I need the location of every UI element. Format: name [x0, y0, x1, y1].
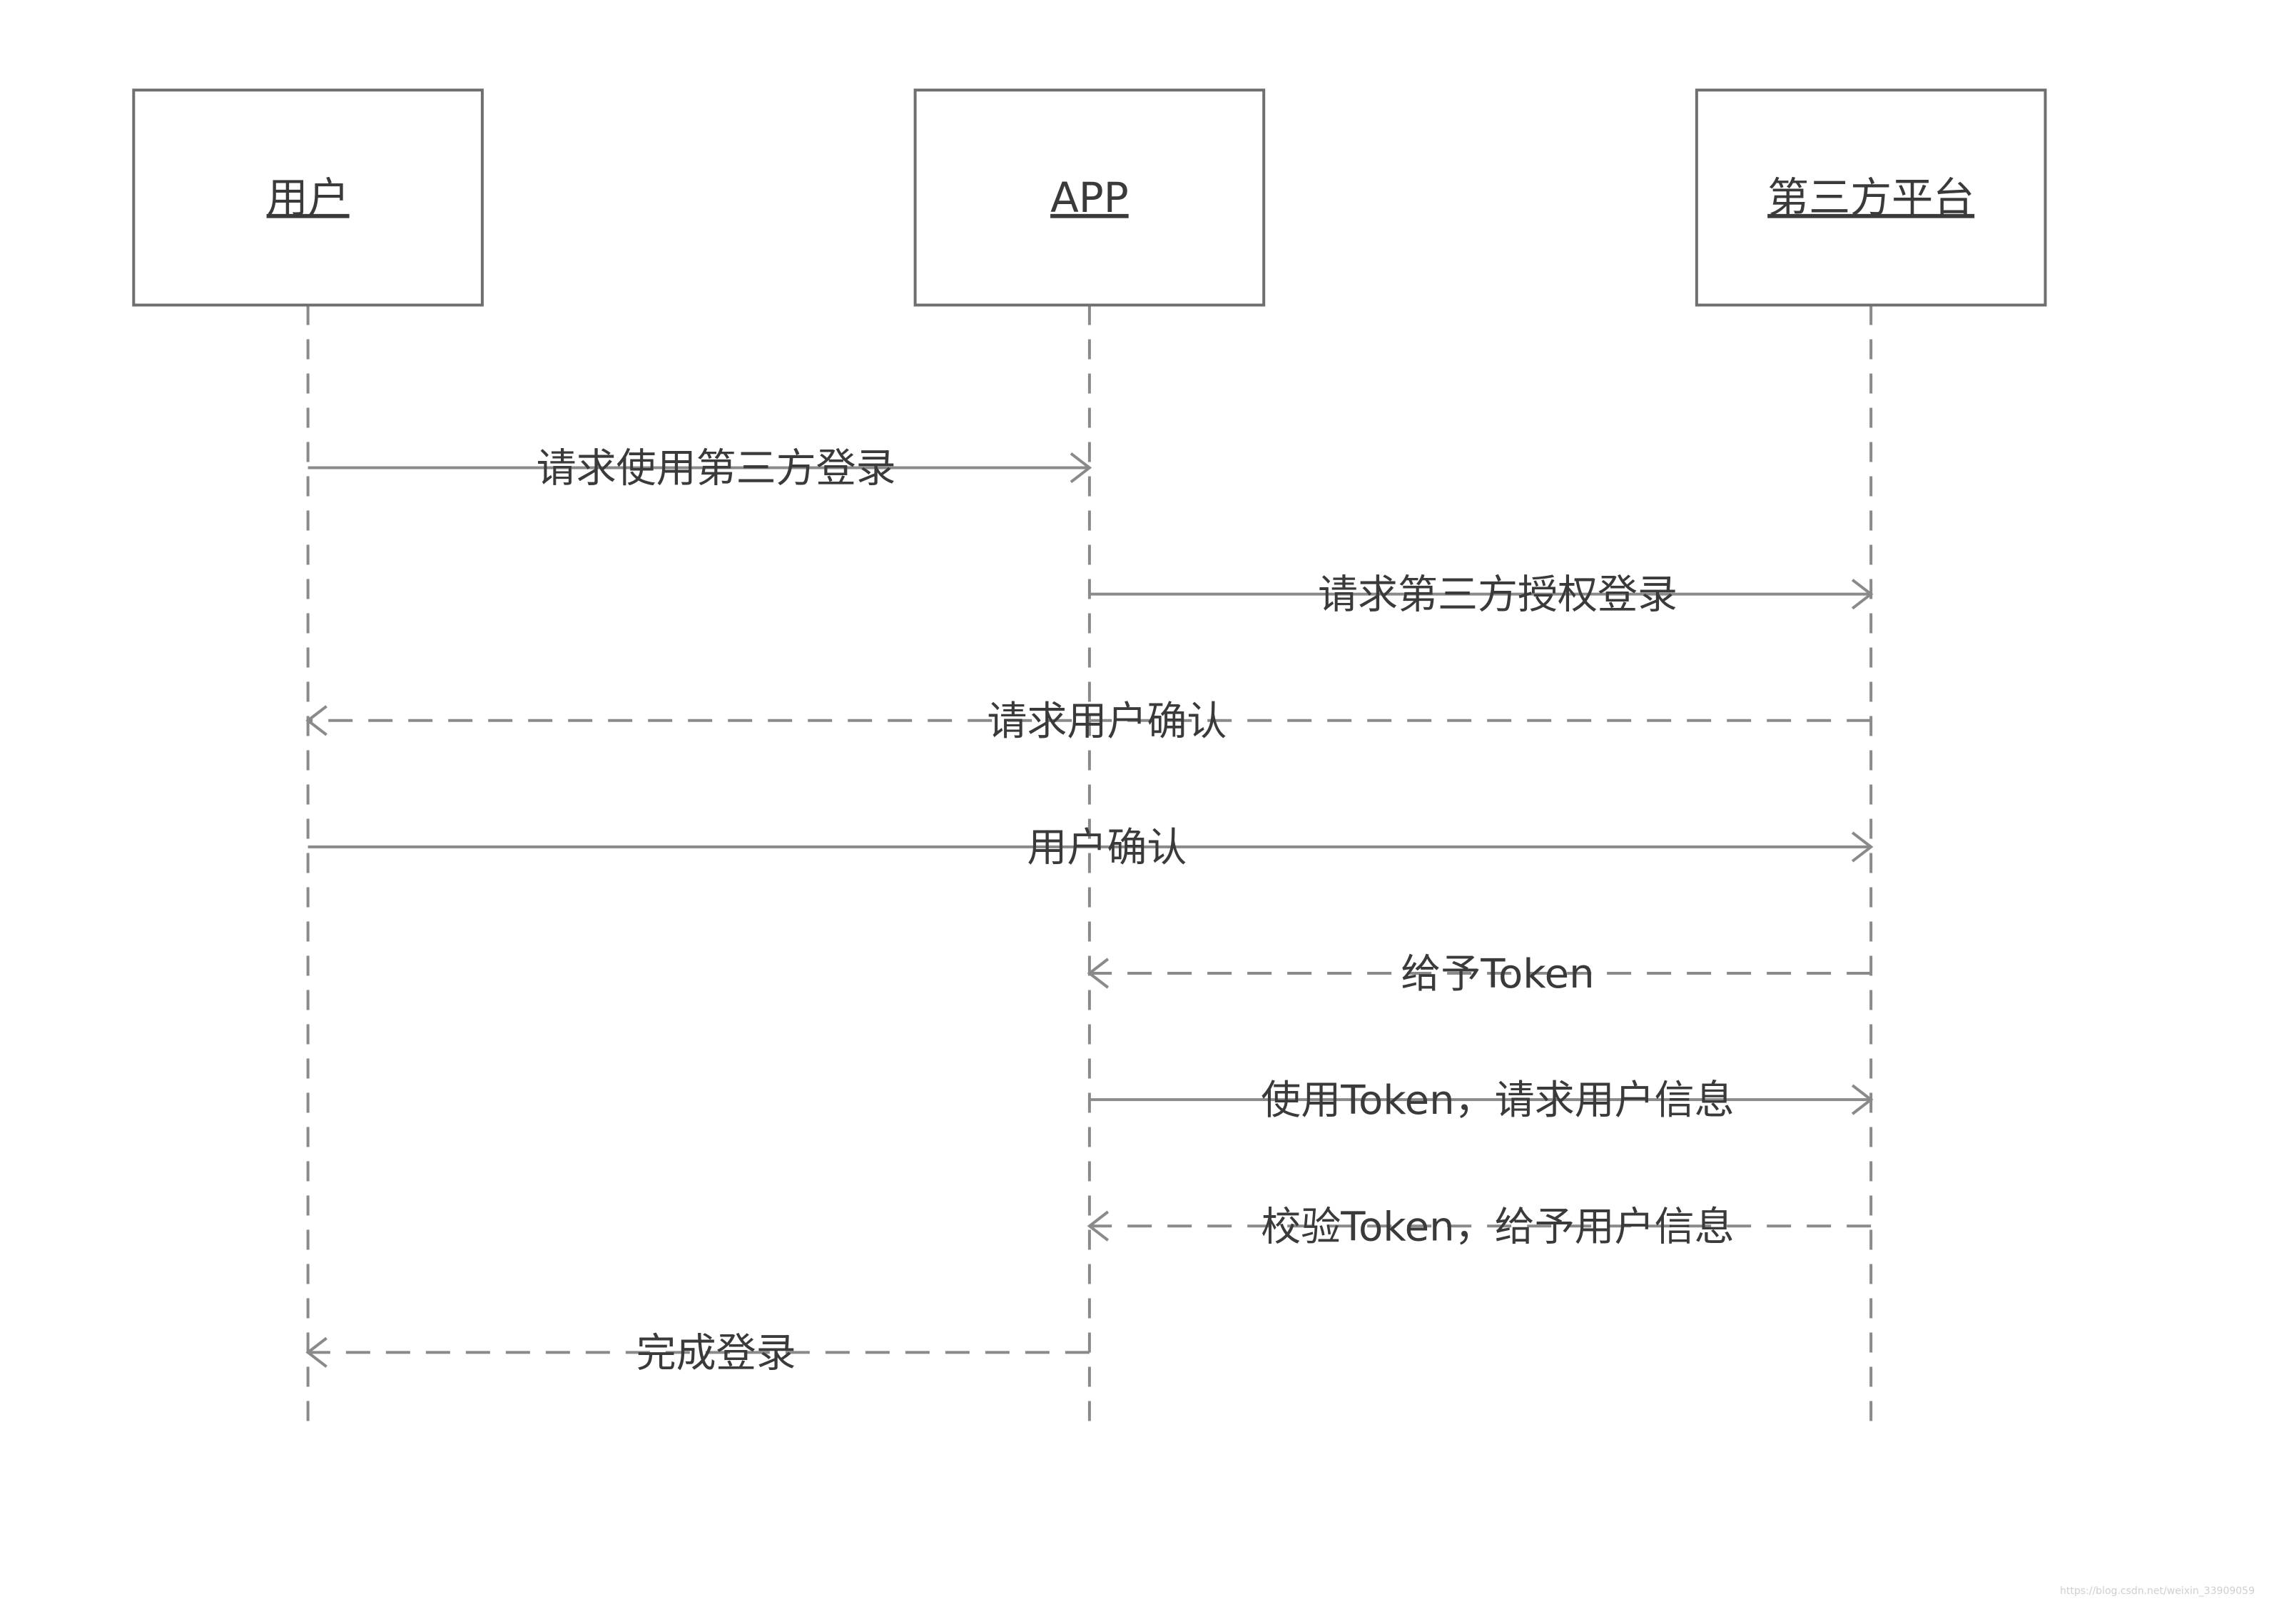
message-label: 请求第三方授权登录: [1318, 572, 1677, 619]
arrow-head-icon: [1087, 1210, 1110, 1242]
participants: 用户 APP 第三方平台: [132, 88, 2047, 307]
message-8: 完成登录: [305, 1330, 1090, 1376]
participant-label: APP: [1050, 173, 1129, 222]
message-label: 请求使用第三方登录: [537, 446, 896, 492]
message-5: 给予Token: [1087, 951, 1872, 998]
participant-third: 第三方平台: [1695, 88, 2047, 307]
participant-app: APP: [913, 88, 1266, 307]
arrow-head-icon: [1851, 579, 1874, 610]
message-7: 校验Token，给予用户信息: [1087, 1204, 1872, 1250]
message-label: 请求用户确认: [987, 699, 1227, 745]
message-1: 请求使用第三方登录: [308, 446, 1092, 492]
arrow-head-icon: [1851, 831, 1874, 863]
message-label: 使用Token，请求用户信息: [1261, 1077, 1734, 1124]
message-label: 校验Token，给予用户信息: [1261, 1204, 1734, 1250]
message-label: 用户确认: [1027, 825, 1187, 871]
message-label: 完成登录: [636, 1330, 796, 1376]
arrow-head-icon: [1851, 1084, 1874, 1115]
message-6: 使用Token，请求用户信息: [1089, 1077, 1874, 1124]
participant-user: 用户: [132, 88, 484, 307]
arrow-head-icon: [305, 705, 328, 736]
participant-label: 第三方平台: [1767, 173, 1974, 222]
arrow-head-icon: [1070, 452, 1092, 484]
participant-label: 用户: [267, 173, 350, 222]
message-3: 请求用户确认: [305, 699, 1872, 745]
message-4: 用户确认: [308, 825, 1874, 871]
participant-box: [913, 88, 1266, 307]
arrow-head-icon: [305, 1336, 328, 1368]
lifelines: [306, 305, 1873, 1431]
message-2: 请求第三方授权登录: [1089, 572, 1874, 619]
watermark: https://blog.csdn.net/weixin_33909059: [2060, 1585, 2255, 1597]
participant-box: [1695, 88, 2047, 307]
arrow-head-icon: [1087, 958, 1110, 989]
participant-box: [132, 88, 484, 307]
message-label: 给予Token: [1401, 951, 1594, 998]
